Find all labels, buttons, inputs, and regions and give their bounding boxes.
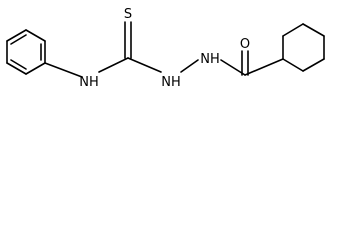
bond — [302, 23, 325, 37]
cyclohexane-ring — [282, 23, 325, 72]
bond — [44, 62, 83, 78]
bond — [10, 34, 27, 45]
bond — [98, 57, 129, 73]
bond — [10, 59, 27, 70]
structure-canvas: NH S NH NH O — [0, 0, 352, 102]
chemical-structure: NH S NH NH O — [6, 7, 325, 90]
bond — [302, 58, 325, 72]
atom-nh-mid: NH — [161, 75, 181, 90]
bond — [282, 58, 304, 72]
bond — [244, 58, 284, 76]
bond — [220, 59, 246, 76]
bond — [25, 29, 46, 42]
bond — [180, 59, 199, 73]
bond — [6, 62, 27, 75]
bond — [6, 29, 27, 42]
atom-sulfur: S — [124, 7, 132, 22]
atom-nh-right: NH — [200, 52, 220, 67]
atom-nh-left: NH — [79, 75, 99, 90]
atom-oxygen: O — [240, 37, 250, 52]
bond — [127, 57, 162, 73]
benzene-ring — [6, 29, 46, 75]
bond — [282, 23, 304, 37]
bond — [25, 62, 46, 75]
